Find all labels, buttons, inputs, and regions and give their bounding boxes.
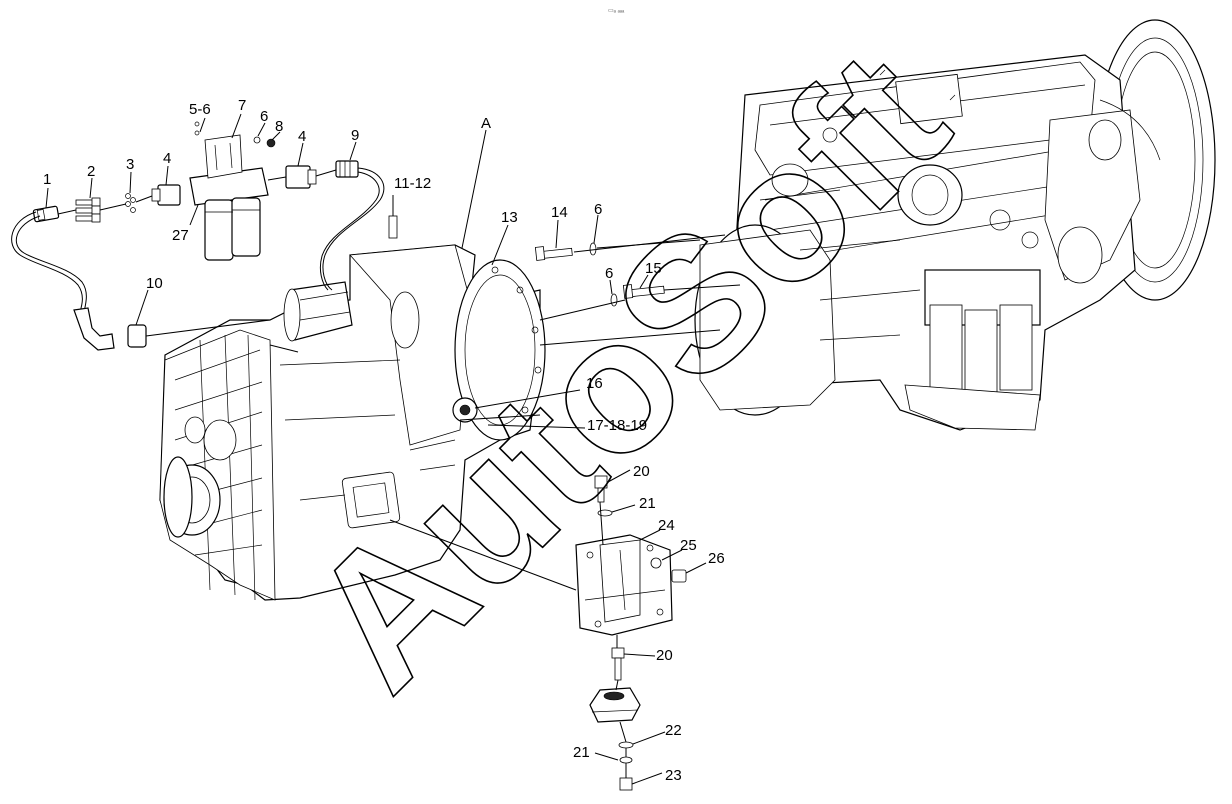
bellhousing-bolts xyxy=(534,242,665,307)
callout-16: 16 xyxy=(586,375,603,392)
callout-14: 14 xyxy=(551,204,568,221)
callout-8: 8 xyxy=(275,118,283,135)
transmission-assembly xyxy=(159,215,546,601)
callout-4-right: 4 xyxy=(298,128,306,145)
callout-6-upper: 6 xyxy=(594,201,602,218)
callout-4-left: 4 xyxy=(163,150,171,167)
callout-27: 27 xyxy=(172,227,189,244)
callout-3: 3 xyxy=(126,156,134,173)
callout-20-lower: 20 xyxy=(656,647,673,664)
mount-assembly xyxy=(575,475,687,791)
callout-21-lower: 21 xyxy=(573,744,590,761)
callout-5-6: 5-6 xyxy=(189,101,211,118)
filter-and-lines xyxy=(11,121,385,351)
callout-21-upper: 21 xyxy=(639,495,656,512)
callout-labels: 1 2 3 4 5-6 7 6 8 4 9 27 10 11-12 A 13 1… xyxy=(43,97,725,784)
callout-24: 24 xyxy=(658,517,675,534)
callout-13: 13 xyxy=(501,209,518,226)
callout-10: 10 xyxy=(146,275,163,292)
callout-20-upper: 20 xyxy=(633,463,650,480)
callout-6-top: 6 xyxy=(260,108,268,125)
callout-2: 2 xyxy=(87,163,95,180)
callout-7: 7 xyxy=(238,97,246,114)
engine-assembly xyxy=(694,19,1216,431)
callout-11-12: 11-12 xyxy=(394,175,431,192)
callout-A: A xyxy=(481,115,491,132)
callout-1: 1 xyxy=(43,171,51,188)
callout-9: 9 xyxy=(351,127,359,144)
callout-25: 25 xyxy=(680,537,697,554)
callout-26: 26 xyxy=(708,550,725,567)
callout-15: 15 xyxy=(645,260,662,277)
callout-6-lower: 6 xyxy=(605,265,613,282)
callout-23: 23 xyxy=(665,767,682,784)
alignment-lines xyxy=(45,113,741,785)
callout-17-18-19: 17-18-19 xyxy=(587,417,647,434)
header-mark: ▭ₐ ₐₐₐ xyxy=(608,8,625,14)
callout-22: 22 xyxy=(665,722,682,739)
